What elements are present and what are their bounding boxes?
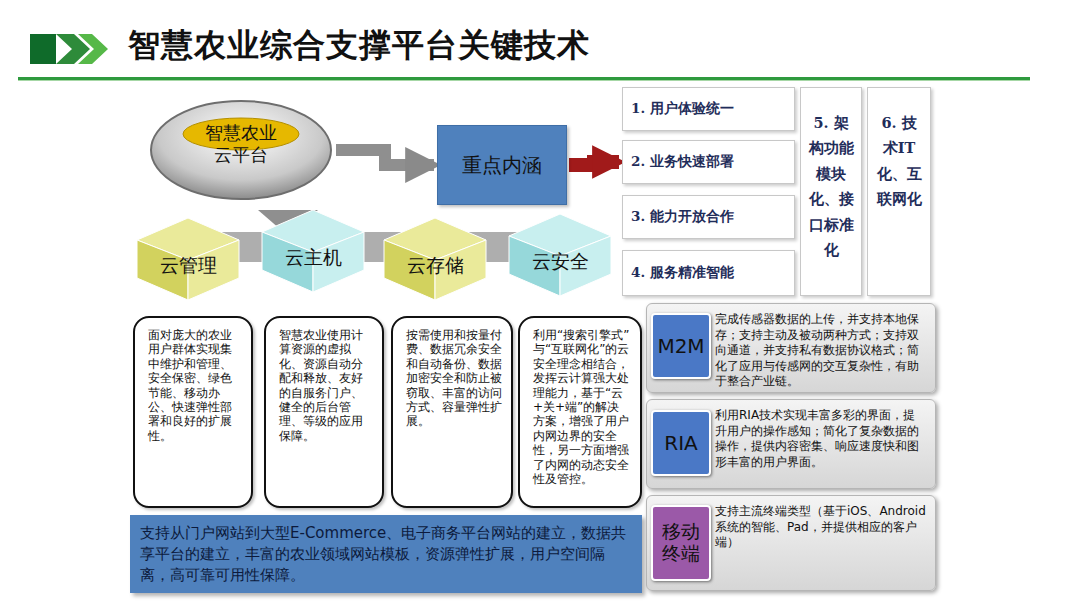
tech-icon: 移动终端 [651, 505, 711, 581]
focus-box: 重点内涵 [437, 125, 567, 205]
connector-arrow [569, 162, 619, 165]
tech-panel: 支持主流终端类型（基于iOS、Android系统的智能、Pad，并提供相应的客户… [646, 495, 936, 591]
title-rule-shade [18, 80, 1030, 81]
cloud-cube: 云安全 [505, 210, 615, 300]
description-box: 面对庞大的农业用户群体实现集中维护和管理、安全保密、绿色节能、移动办公、快速弹性… [133, 316, 253, 508]
summary-banner: 支持从门户网站到大型E-Commerce、电子商务平台网站的建立，数据共享平台的… [130, 515, 642, 593]
title-chevrons [30, 34, 108, 64]
box-text: 5. 架构功能模块化、接口标准化 [807, 110, 855, 262]
tech-icon: RIA [651, 410, 711, 476]
box-text: 3. 能力开放合作 [631, 208, 734, 226]
description-box: 利用“搜索引擎式”与“互联网化”的云安全理念相结合，发挥云计算强大处理能力，基于… [518, 316, 642, 508]
tech-panel: 完成传感器数据的上传，并支持本地保存；支持主动及被动两种方式；支持双向通道，并支… [646, 303, 936, 393]
tech-panel: 利用RIA技术实现丰富多彩的界面，提升用户的操作感知；简化了复杂数据的操作，提供… [646, 399, 936, 489]
point-box: 2. 业务快速部署 [622, 140, 795, 184]
box-text: 利用RIA技术实现丰富多彩的界面，提升用户的操作感知；简化了复杂数据的操作，提供… [715, 408, 927, 470]
title-rule [18, 77, 1030, 80]
cloud-cube: 云管理 [133, 214, 243, 304]
page-title: 智慧农业综合支撑平台关键技术 [128, 24, 590, 68]
box-text: 支持主流终端类型（基于iOS、Android系统的智能、Pad，并提供相应的客户… [715, 504, 927, 551]
cloud-cube: 云主机 [258, 206, 368, 296]
box-text: 云管理 [160, 253, 217, 279]
icon-label: 移动终端 [660, 521, 702, 565]
point-box: 3. 能力开放合作 [622, 195, 795, 239]
box-text: 利用“搜索引擎式”与“互联网化”的云安全理念相结合，发挥云计算强大处理能力，基于… [533, 328, 631, 486]
box-text: 2. 业务快速部署 [631, 153, 734, 171]
box-text: 支持从门户网站到大型E-Commerce、电子商务平台网站的建立，数据共享平台的… [140, 523, 632, 586]
box-text: 智慧农业使用计算资源的虚拟化、资源自动分配和释放、友好的自服务门户、健全的后台管… [279, 328, 373, 443]
box-text: 面对庞大的农业用户群体实现集中维护和管理、安全保密、绿色节能、移动办公、快速弹性… [148, 328, 242, 443]
box-text: 云主机 [285, 245, 342, 271]
icon-label: M2M [657, 335, 704, 358]
box-text: 6. 技术IT化、互联网化 [874, 110, 924, 212]
icon-label: RIA [664, 432, 697, 455]
box-text: 重点内涵 [462, 152, 542, 179]
box-text: 云存储 [407, 253, 464, 279]
connector-arrow [336, 150, 434, 165]
point-column: 5. 架构功能模块化、接口标准化 [800, 87, 862, 296]
point-box: 1. 用户体验统一 [622, 87, 795, 131]
box-text: 1. 用户体验统一 [631, 100, 734, 118]
point-box: 4. 服务精准智能 [622, 250, 795, 296]
tech-icon: M2M [651, 313, 711, 379]
cloud-cube: 云存储 [380, 214, 490, 304]
box-text: 按需使用和按量付费、数据冗余安全和自动备份、数据加密安全和防止被窃取、丰富的访问… [406, 328, 502, 429]
box-text: 完成传感器数据的上传，并支持本地保存；支持主动及被动两种方式；支持双向通道，并支… [715, 312, 927, 390]
point-column: 6. 技术IT化、互联网化 [867, 87, 931, 296]
box-text: 云安全 [532, 249, 589, 275]
description-box: 智慧农业使用计算资源的虚拟化、资源自动分配和释放、友好的自服务门户、健全的后台管… [264, 316, 384, 508]
box-text: 智慧农业 云平台 [199, 122, 283, 167]
description-box: 按需使用和按量付费、数据冗余安全和自动备份、数据加密安全和防止被窃取、丰富的访问… [391, 316, 513, 508]
platform-ellipse: 智慧农业 云平台 [148, 98, 334, 202]
box-text: 4. 服务精准智能 [631, 264, 734, 282]
